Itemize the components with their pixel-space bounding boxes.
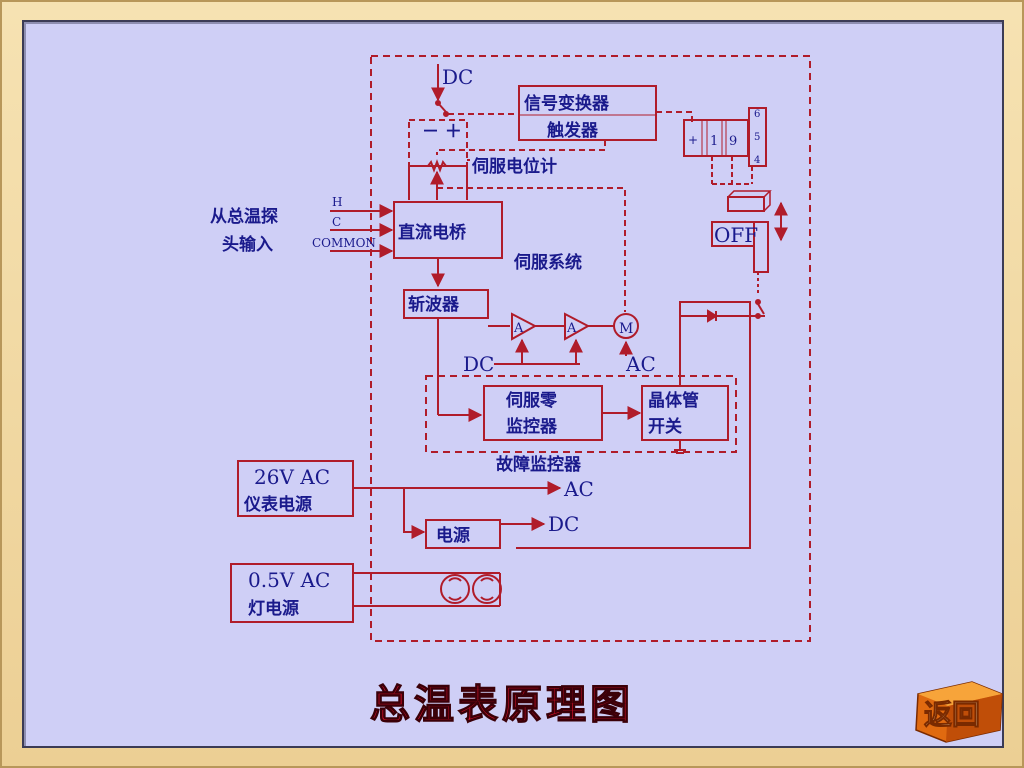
h-terminal-label: H bbox=[332, 195, 342, 209]
signal-converter-label: 信号变换器 bbox=[524, 93, 610, 114]
trigger-label: 触发器 bbox=[546, 120, 599, 141]
page-title: 总温表原理图 bbox=[370, 681, 634, 728]
counter-side-4: 4 bbox=[754, 155, 760, 166]
back-button-label: 返回 bbox=[924, 698, 980, 731]
servo-zero-label-2: 监控器 bbox=[506, 416, 558, 437]
supply-05v-label-2: 灯电源 bbox=[248, 598, 299, 619]
input-label-line1: 从总温探 bbox=[210, 206, 278, 227]
motor-label: M bbox=[619, 321, 633, 337]
counter-digit-1: 1 bbox=[710, 134, 718, 149]
fault-monitor-box bbox=[425, 375, 737, 453]
dc-output-label: DC bbox=[548, 512, 579, 536]
counter-digit-2: 9 bbox=[729, 134, 737, 149]
motor bbox=[613, 313, 639, 339]
dc-top-label: DC bbox=[442, 65, 473, 89]
ac-motor-label: AC bbox=[625, 352, 656, 376]
lamp-1 bbox=[440, 574, 470, 604]
dc-bridge-label: 直流电桥 bbox=[398, 222, 467, 243]
supply-26v-label-2: 仪表电源 bbox=[243, 494, 312, 515]
diagram-panel bbox=[22, 20, 1004, 748]
transistor-label-2: 开关 bbox=[648, 416, 682, 437]
amp-a2-label: A bbox=[566, 321, 577, 336]
c-terminal-label: C bbox=[332, 215, 341, 229]
input-label-line2: 头输入 bbox=[222, 234, 273, 255]
power-label: 电源 bbox=[436, 525, 470, 546]
dc-amp-label: DC bbox=[463, 352, 494, 376]
power-box bbox=[425, 519, 501, 549]
polarity-label: － ＋ bbox=[422, 122, 462, 142]
counter-plus: + bbox=[688, 133, 698, 147]
supply-26v-label-1: 26V AC bbox=[254, 465, 330, 489]
fault-monitor-label: 故障监控器 bbox=[496, 454, 582, 475]
amp-a1-label: A bbox=[513, 321, 524, 336]
servo-system-label: 伺服系统 bbox=[513, 252, 582, 273]
counter-side-5: 5 bbox=[754, 132, 760, 143]
system-boundary bbox=[370, 55, 811, 642]
servo-pot-label: 伺服电位计 bbox=[471, 156, 557, 177]
chopper-label: 斩波器 bbox=[408, 294, 460, 315]
off-flag-label: OFF bbox=[714, 223, 758, 247]
servo-zero-label-1: 伺服零 bbox=[505, 390, 558, 411]
transistor-label-1: 晶体管 bbox=[648, 390, 699, 411]
supply-05v-box bbox=[230, 563, 354, 623]
ac-output-label: AC bbox=[563, 477, 594, 501]
amplifier-2 bbox=[564, 312, 591, 341]
supply-05v-label-1: 0.5V AC bbox=[248, 568, 330, 592]
amplifier-1 bbox=[511, 312, 538, 341]
back-button[interactable]: 返回 bbox=[915, 681, 1003, 743]
dc-bridge-box bbox=[393, 201, 503, 259]
chopper-box bbox=[403, 289, 489, 319]
common-terminal-label: COMMON bbox=[312, 236, 376, 250]
counter-side-6: 6 bbox=[754, 109, 760, 120]
